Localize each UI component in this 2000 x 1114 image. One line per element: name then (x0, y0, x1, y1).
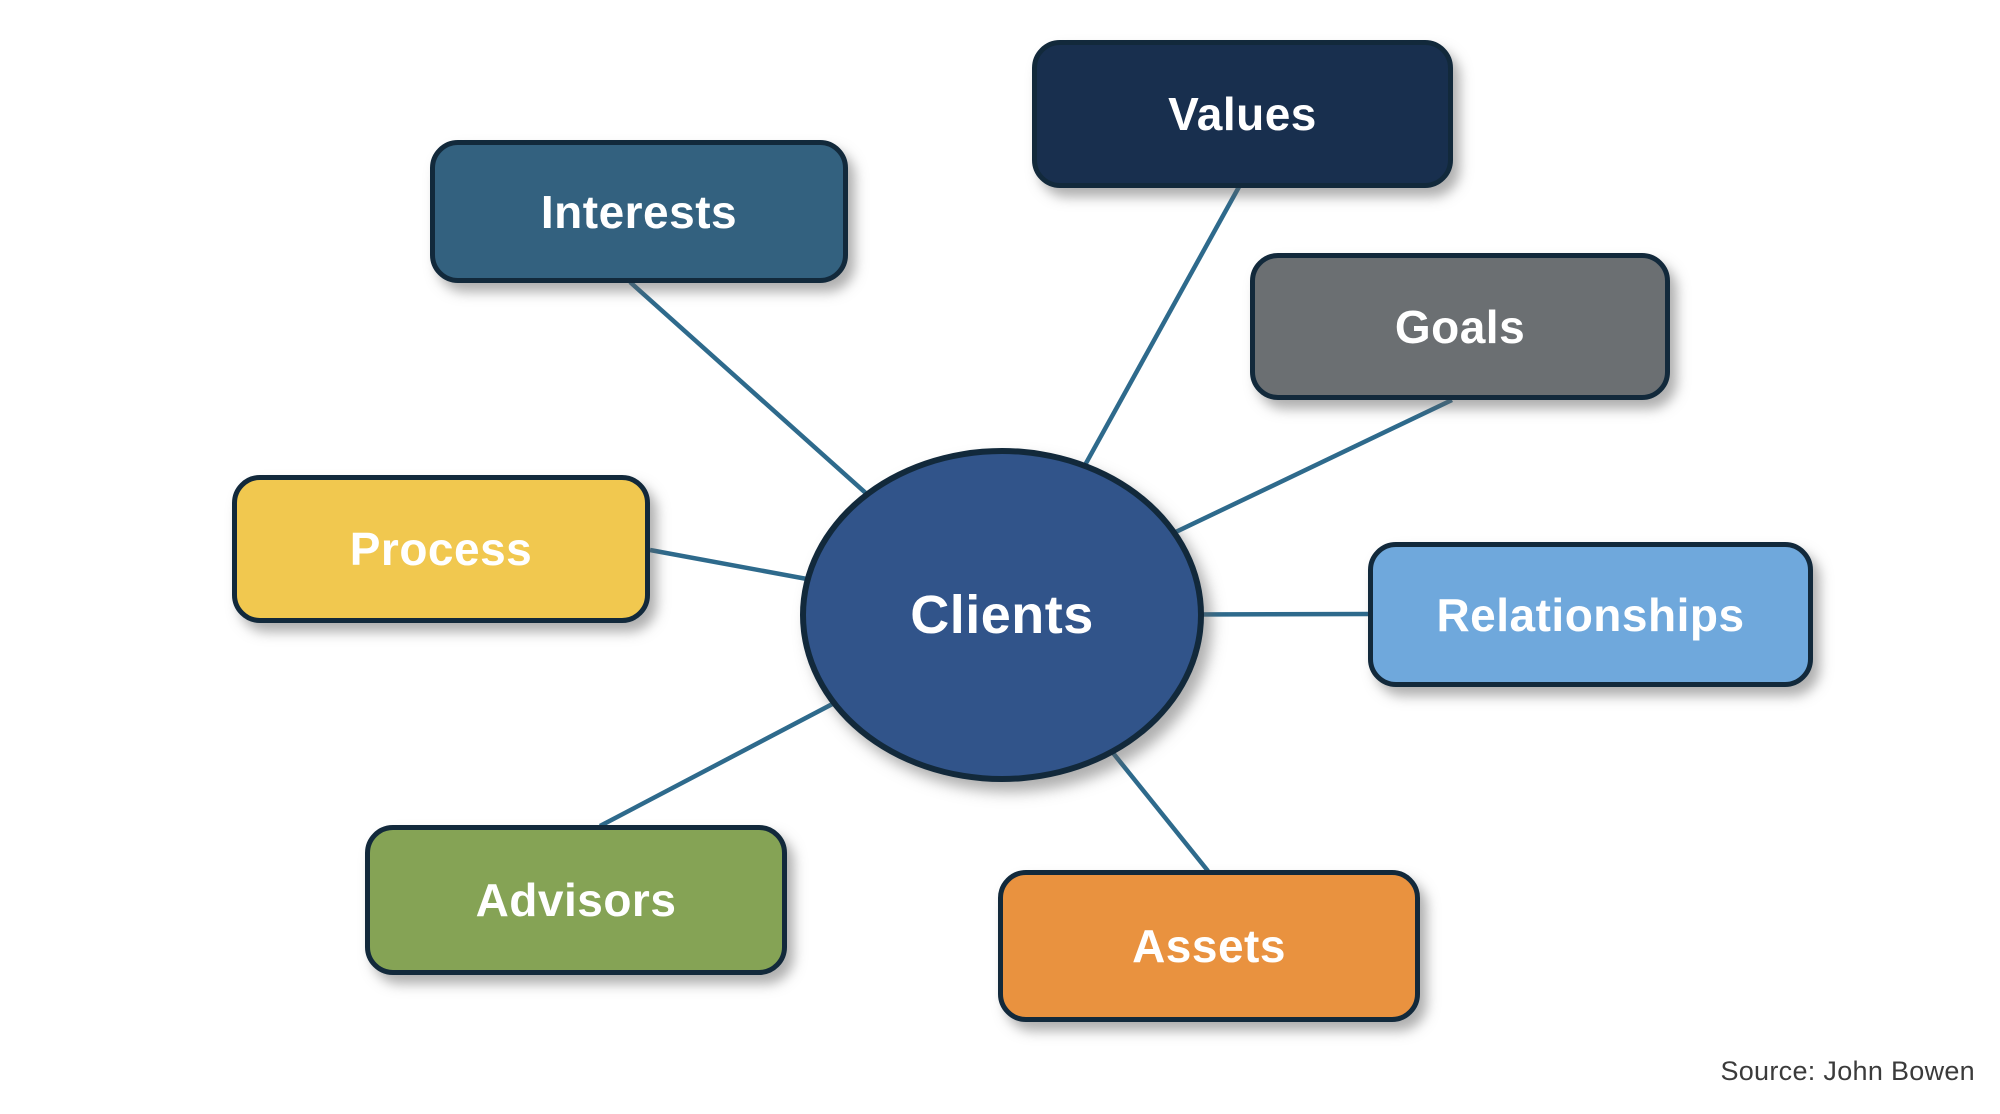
node-values-label: Values (1168, 88, 1317, 140)
node-advisors: Advisors (365, 825, 787, 975)
node-assets: Assets (998, 870, 1420, 1022)
node-interests-label: Interests (540, 185, 738, 238)
center-node-clients: Clients (800, 448, 1204, 782)
node-goals-label: Goals (1394, 300, 1526, 353)
node-goals: Goals (1250, 253, 1670, 400)
node-assets-label: Assets (1132, 920, 1286, 972)
node-values: Values (1032, 40, 1453, 188)
node-relationships: Relationships (1368, 542, 1813, 687)
node-process: Process (232, 475, 650, 623)
node-relationships-label: Relationships (1436, 588, 1745, 641)
center-node-clients-label: Clients (910, 585, 1094, 645)
node-process-label: Process (349, 523, 533, 575)
node-interests: Interests (430, 140, 848, 283)
node-advisors-label: Advisors (475, 874, 677, 926)
source-attribution: Source: John Bowen (1720, 1056, 1975, 1086)
